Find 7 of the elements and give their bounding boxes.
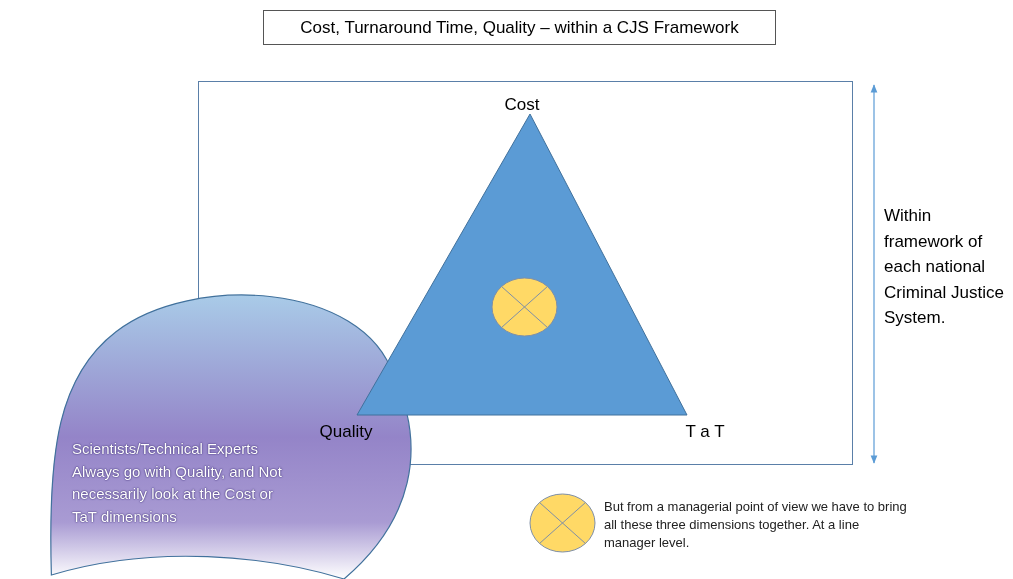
side-note: Within framework of each national Criminal Justice System. (884, 205, 1005, 329)
vertex-label: Quality (318, 422, 374, 442)
title-banner: Cost, Turnaround Time, Quality – within a CJS Framework (263, 10, 776, 45)
legend-text: But from a managerial point of view we have to bring all these three dimensions together. At a line manager level. (604, 498, 908, 552)
bubble-text: Scientists/Technical Experts Always go with Quality, and Not necessarily look at the Cost or TaT dimensions (72, 439, 283, 527)
vertex-label: Cost (503, 95, 541, 115)
vertex-label: T a T (684, 422, 726, 442)
